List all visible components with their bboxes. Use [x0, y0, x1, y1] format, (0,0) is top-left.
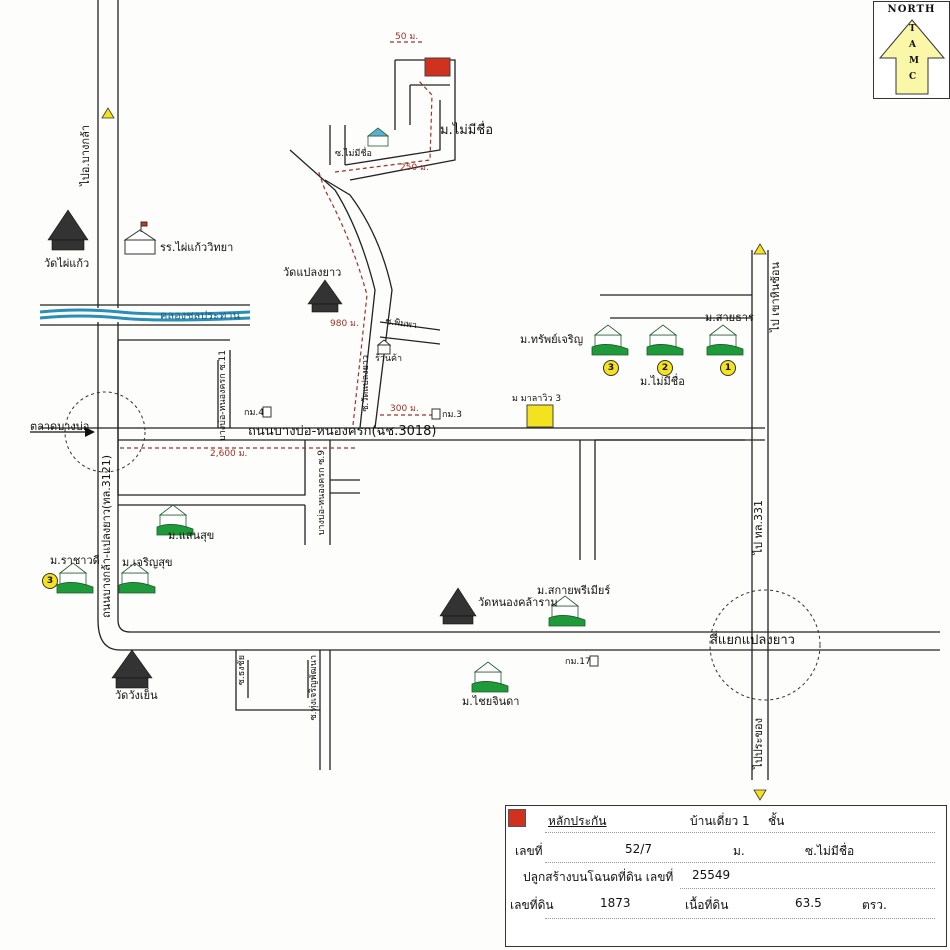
- temple-icons: [47, 209, 477, 689]
- m-sap-charoen-label: ม.ทรัพย์เจริญ: [520, 333, 584, 346]
- main-road-label: ถนนบางบ่อ-หนองครก(ฉช.3018): [248, 424, 437, 439]
- badge-2: 2: [657, 360, 673, 376]
- main-vertical-road-label: ถนนบางกล้า-แปลงยาว(ทล.3121): [100, 455, 113, 618]
- north-letter-4: C: [909, 72, 917, 82]
- canal: [39, 308, 251, 322]
- wat-wang-yen-label: วัดวังเย็น: [115, 689, 158, 702]
- legend-soi: ซ.ไม่มีชื่อ: [805, 844, 855, 858]
- to-market-label: ตลาดบางบ่อ: [30, 420, 90, 433]
- mallavee-marker: [526, 404, 554, 428]
- distance-980: 980 ม.: [330, 319, 359, 329]
- route-dashes: [120, 41, 440, 449]
- legend-house-no-label: เลขที่: [515, 844, 543, 858]
- m-saen-suk-label: ม.แสนสุข: [168, 529, 215, 542]
- badge-3-left: 3: [42, 573, 58, 589]
- legend-area-label: เนื้อที่ดิน: [685, 898, 729, 912]
- legend-parcel-label: เลขที่ดิน: [510, 898, 554, 912]
- km3-label: กม.3: [442, 410, 462, 420]
- market-circle: [64, 391, 146, 473]
- school-label: รร.ไผ่แก้ววิทยา: [160, 241, 234, 254]
- legend-landmark-swatch: [508, 809, 526, 827]
- m-mallavee-label: ม มาลาวิว 3: [512, 394, 562, 404]
- wat-phai-kaeo-label: วัดไผ่แก้ว: [44, 257, 90, 270]
- legend-landmark-label: หลักประกัน: [548, 814, 607, 828]
- north-letter-1: T: [909, 24, 916, 34]
- north-arrow-icon: [878, 19, 946, 95]
- legend-house-no: 52/7: [625, 842, 652, 856]
- wat-plaeng-yao-label: วัดแปลงยาว: [283, 266, 342, 279]
- legend-area-unit: ตรว.: [862, 898, 887, 912]
- m-sai-than-label: ม.สายธาร: [705, 311, 754, 324]
- shop-label: ร้านค้า: [375, 354, 403, 364]
- north-arrow: NORTH T A M C: [873, 1, 950, 99]
- soi-left-a-label: ซ.ธงชัย: [237, 655, 247, 686]
- legend-title-no: 25549: [692, 868, 731, 882]
- legend-moo-label: ม.: [733, 844, 745, 858]
- north-title: NORTH: [887, 4, 936, 15]
- km17-label: กม.17: [565, 657, 591, 667]
- soi-left-b-label: ซ.ทุ่งเจริญพัฒนา: [309, 655, 319, 721]
- road-network: [40, 0, 940, 780]
- m-mai-mi-chue-label: ม.ไม่มีชื่อ: [640, 375, 685, 388]
- canal-label: คลองชลประทาน: [160, 309, 241, 322]
- north-letter-3: M: [909, 56, 919, 66]
- intersection-circle: [709, 589, 821, 701]
- m-chai-jinda-label: ม.ไชยจินดา: [462, 695, 520, 708]
- km4-label: กม.4: [244, 408, 264, 418]
- legend-type: บ้านเดี่ยว 1: [690, 814, 750, 828]
- school-icon: [123, 221, 157, 255]
- to-prachak-label: ไปประของ: [752, 718, 765, 769]
- soi-9-label: บางบ่อ-หนองครก ซ.9: [317, 450, 327, 536]
- to-bang-kla-label: ไปอ.บางกล้า: [79, 125, 92, 186]
- legend-title-label: ปลูกสร้างบนโฉนดที่ดิน เลขที่: [523, 870, 674, 884]
- m-sakai-label: ม.สกายพรีเมียร์: [537, 584, 611, 597]
- subject-village-label: ม.ไม่มีชื่อ: [440, 123, 494, 138]
- distance-250: 250 ม.: [400, 163, 429, 173]
- to-khao-hin-son-label: ไป เขาหินซ้อน: [769, 262, 782, 332]
- to-thl331-label: ไป ทล.331: [752, 500, 765, 555]
- legend-parcel-no: 1873: [600, 896, 631, 910]
- soi-mai-mi-chue-label: ซ.ไม่มีชื่อ: [335, 149, 372, 159]
- badge-1: 1: [720, 360, 736, 376]
- shop-icon: [376, 339, 392, 355]
- subject-plot: [424, 57, 451, 77]
- legend-area: 63.5: [795, 896, 822, 910]
- wat-nong-khla-label: วัดหนองคล้าราม: [478, 596, 558, 609]
- legend-floors: ชั้น: [768, 814, 785, 828]
- north-letter-2: A: [909, 40, 916, 50]
- legend-box: [505, 805, 947, 947]
- soi-wat-plaeng-yao-label: ซ.วัดแปลงยาว: [361, 355, 371, 412]
- direction-arrows: [101, 107, 767, 801]
- m-ratchawadee-label: ม.ราชาวดี: [50, 554, 100, 567]
- house-icons: [56, 127, 744, 693]
- soi-11-label: บางบ่อ-หนองครก ซ.11: [218, 350, 228, 441]
- distance-50: 50 ม.: [395, 32, 419, 42]
- distance-2600: 2,600 ม.: [210, 449, 248, 459]
- intersection-label: สี่แยกแปลงยาว: [710, 633, 795, 648]
- market-arrow: [85, 427, 95, 437]
- km-marker-icons: [262, 406, 599, 667]
- distance-300: 300 ม.: [390, 404, 419, 414]
- badge-3: 3: [603, 360, 619, 376]
- m-charoen-suk-label: ม.เจริญสุข: [122, 556, 173, 569]
